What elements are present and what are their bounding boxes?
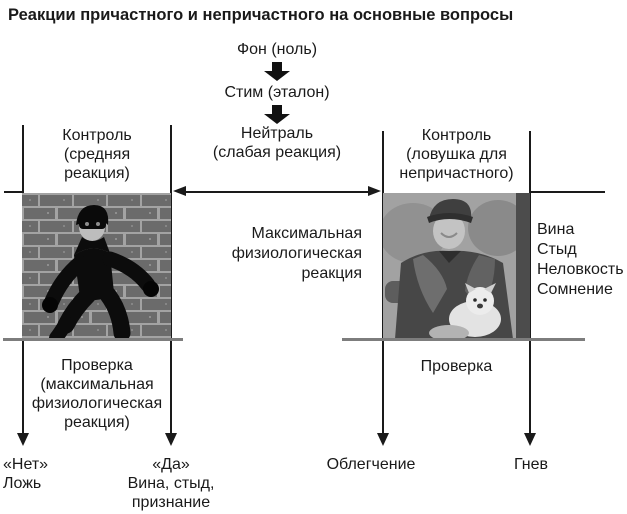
down-block-arrow-icon <box>264 105 290 124</box>
outcome-anger-label: Гнев <box>514 456 548 473</box>
outcome-yes-label: «Да» Вина, стыд, признание <box>127 456 215 511</box>
emotions-list: Вина Стыд Неловкость Сомнение <box>537 220 624 300</box>
gray-baseline-right <box>342 338 585 341</box>
flow-stimulus-label: Стим (эталон) <box>224 84 330 101</box>
emotion-item: Стыд <box>537 241 577 258</box>
double-arrow-shaft <box>184 191 370 193</box>
emotion-item: Сомнение <box>537 281 613 298</box>
worker-with-puppy-photo <box>383 193 530 339</box>
burglar-photo <box>22 193 171 339</box>
down-block-arrow-icon <box>264 62 290 81</box>
down-arrow-icon <box>377 433 389 446</box>
page-title: Реакции причастного и непричастного на о… <box>8 6 514 24</box>
outcome-no-label: «Нет» Ложь <box>3 456 49 492</box>
axis-stub-left <box>4 191 23 193</box>
flow-background-label: Фон (ноль) <box>236 41 318 58</box>
flow-neutral-label: Нейтраль (слабая реакция) <box>212 125 342 161</box>
down-arrow-icon <box>165 433 177 446</box>
outcome-relief-label: Облегчение <box>326 456 416 473</box>
right-check-label: Проверка <box>420 358 493 375</box>
left-column-header: Контроль (средняя реакция) <box>62 127 132 182</box>
down-arrow-icon <box>524 433 536 446</box>
left-check-label: Проверка (максимальная физиологическая р… <box>31 357 163 431</box>
right-column-header: Контроль (ловушка для непричастного) <box>399 127 514 182</box>
right-arrow-icon <box>368 186 381 196</box>
down-arrow-icon <box>17 433 29 446</box>
axis-stub-right <box>529 191 605 193</box>
left-column-line-right <box>170 125 172 434</box>
max-reaction-label: Максимальная физиологическая реакция <box>231 225 362 282</box>
emotion-item: Неловкость <box>537 261 624 278</box>
right-column-line-right <box>529 131 531 434</box>
gray-baseline-left <box>3 338 183 341</box>
emotion-item: Вина <box>537 221 575 238</box>
left-arrow-icon <box>173 186 186 196</box>
